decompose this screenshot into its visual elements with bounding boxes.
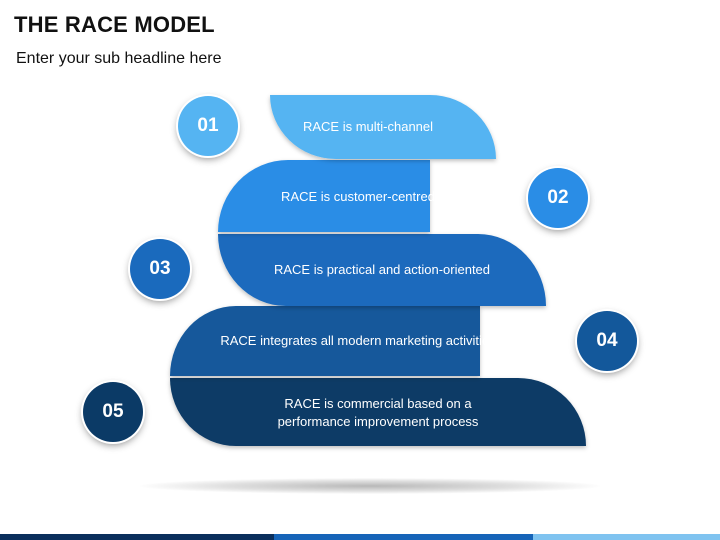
page-subtitle: Enter your sub headline here [16,50,222,67]
step-band-4 [170,306,480,376]
step-number-badge-3: 03 [130,239,190,299]
footer-bar-segment [273,534,533,540]
page-title: THE RACE MODEL [14,12,215,37]
step-number-badge-4: 04 [577,311,637,371]
step-band-3 [218,234,546,306]
step-band-1 [270,95,496,159]
footer-color-bar [0,534,720,540]
step-band-2 [218,160,430,232]
step-number-3: 03 [149,258,171,279]
step-label-1: RACE is multi-channel [302,119,434,134]
footer-bar-segment [532,534,720,540]
step-label-3: RACE is practical and action-oriented [273,262,491,277]
step-number-1: 01 [197,115,219,136]
footer-bar-segment [0,534,274,540]
step-number-badge-2: 02 [528,168,588,228]
step-number-badge-5: 05 [83,382,143,442]
step-label-5: RACE is commercial based on a performanc… [277,396,479,429]
step-number-4: 04 [596,330,618,351]
step-number-2: 02 [547,187,569,208]
step-label-4: RACE integrates all modern marketing act… [220,333,496,348]
ground-shadow [140,478,600,494]
step-number-badge-1: 01 [178,96,238,156]
step-band-5 [170,378,586,446]
step-label-2: RACE is customer-centred [281,189,435,204]
step-number-5: 05 [102,401,124,422]
